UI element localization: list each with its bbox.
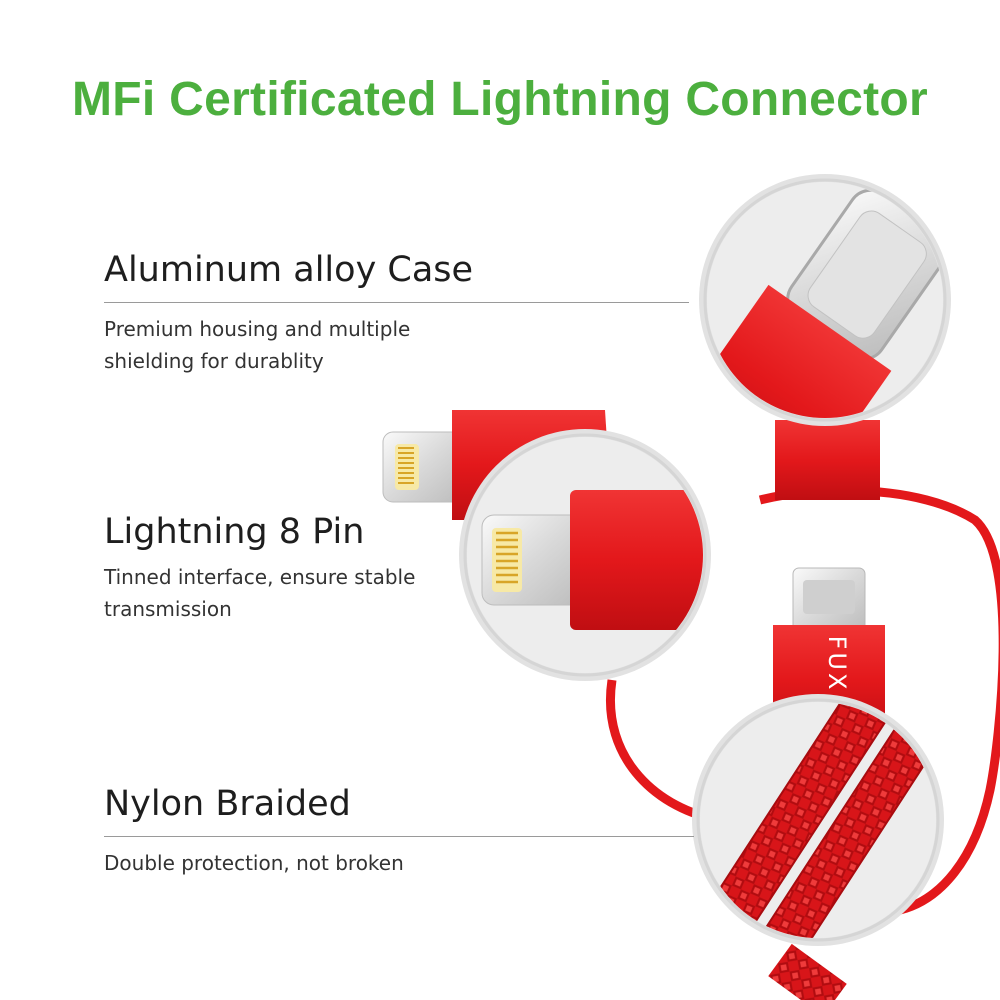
desc-line: Premium housing and multiple: [104, 317, 411, 341]
feature-description: Premium housing and multiple shielding f…: [104, 313, 689, 377]
feature-heading: Lightning 8 Pin: [104, 512, 365, 552]
desc-line: transmission: [104, 597, 232, 621]
feature-nylon-braided: Nylon Braided Double protection, not bro…: [104, 787, 694, 879]
feature-description: Double protection, not broken: [104, 847, 694, 879]
desc-line: Double protection, not broken: [104, 851, 404, 875]
feature-heading: Aluminum alloy Case: [104, 250, 474, 290]
divider: [104, 836, 694, 837]
gold-pins-icon: [398, 447, 414, 484]
zoom-circle-braided: [692, 694, 944, 946]
page-title: MFi Certificated Lightning Connector: [71, 73, 929, 126]
zoom-circle-usb-c: [699, 174, 951, 426]
brand-logo: FUX: [823, 636, 851, 693]
usb-c-plug-body: [775, 420, 880, 500]
divider: [104, 302, 689, 303]
feature-description: Tinned interface, ensure stable transmis…: [104, 561, 464, 625]
feature-heading: Nylon Braided: [104, 784, 351, 824]
desc-line: Tinned interface, ensure stable: [104, 565, 416, 589]
desc-line: shielding for durablity: [104, 349, 324, 373]
feature-aluminum-case: Aluminum alloy Case Premium housing and …: [104, 253, 689, 377]
feature-lightning-pin: Lightning 8 Pin Tinned interface, ensure…: [104, 515, 464, 625]
zoom-circle-lightning: [459, 429, 711, 681]
